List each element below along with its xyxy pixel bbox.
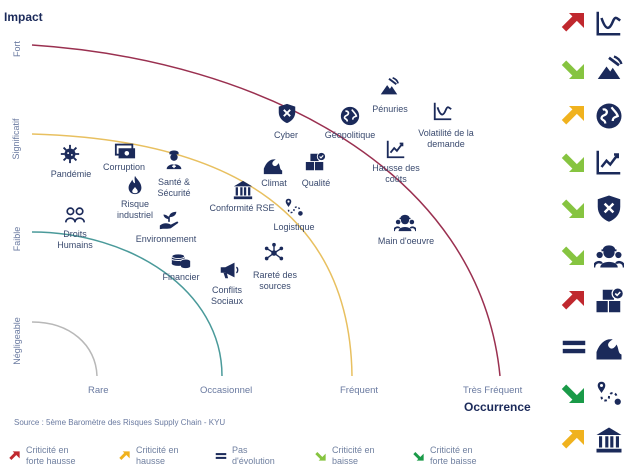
risk-label-main-oeuvre: Main d'oeuvre xyxy=(377,236,435,246)
y-level-significatif: Significatif xyxy=(11,118,21,160)
risk-label-droits-humains: Droits Humains xyxy=(57,229,93,250)
people-icon xyxy=(64,204,86,226)
globe-icon xyxy=(594,101,624,131)
route-icon xyxy=(283,196,305,218)
mining-icon xyxy=(378,76,400,98)
trend-arrow-9 xyxy=(559,425,589,455)
network-icon xyxy=(263,242,285,264)
risk-label-penuries: Pénuries xyxy=(372,104,408,114)
shield-x-icon xyxy=(276,102,298,124)
legend-label: Criticité en forte baisse xyxy=(430,445,477,466)
trend-arrow-4 xyxy=(559,193,589,223)
workers-icon xyxy=(592,240,626,270)
megaphone-icon xyxy=(218,259,240,281)
shield-x-icon xyxy=(594,193,624,223)
legend-label: Criticité en baisse xyxy=(332,445,375,466)
risk-label-pandemie: Pandémie xyxy=(50,169,92,179)
wave-icon xyxy=(262,154,284,176)
mining-icon xyxy=(594,54,624,84)
risk-label-conflits-sociaux: Conflits Sociaux xyxy=(210,285,244,306)
legend-arrow-up xyxy=(118,449,132,463)
demand-curve-icon xyxy=(594,8,624,38)
risk-label-hausse-couts: Hausse des coûts xyxy=(372,163,420,184)
risk-label-qualite: Qualité xyxy=(301,178,331,188)
legend-arrow-up-strong xyxy=(8,449,22,463)
x-level-rare: Rare xyxy=(88,385,109,396)
curve-very-frequent xyxy=(31,44,501,377)
rising-chart-icon xyxy=(385,138,407,160)
demand-curve-icon xyxy=(432,100,454,122)
trend-arrow-6 xyxy=(559,286,589,316)
risk-label-climat: Climat xyxy=(261,178,287,188)
risk-label-risque-industriel: Risque industriel xyxy=(116,199,154,220)
x-level-tres-frequent: Très Fréquent xyxy=(463,385,523,396)
trend-arrow-8 xyxy=(559,378,589,408)
legend-arrow-equal xyxy=(214,449,228,463)
wave-icon xyxy=(594,332,624,362)
curve-frequent xyxy=(31,133,353,377)
boxes-check-icon xyxy=(594,286,624,316)
workers-icon xyxy=(393,211,417,233)
legend-label: Criticité en forte hausse xyxy=(26,445,76,466)
risk-label-financier: Financier xyxy=(162,272,200,282)
rising-chart-icon xyxy=(594,147,624,177)
source-note: Source : 5ème Baromètre des Risques Supp… xyxy=(14,418,226,427)
y-level-fort: Fort xyxy=(12,41,22,58)
risk-label-rarete-sources: Rareté des sources xyxy=(252,270,298,291)
flame-icon xyxy=(124,174,146,196)
institution-icon xyxy=(594,425,624,455)
coins-icon xyxy=(170,248,192,270)
legend-arrow-down xyxy=(314,449,328,463)
legend-label: Pas d'évolution xyxy=(232,445,275,466)
x-level-frequent: Fréquent xyxy=(340,385,379,396)
trend-arrow-7 xyxy=(559,332,589,362)
plant-hand-icon xyxy=(158,209,180,231)
trend-arrow-0 xyxy=(559,8,589,38)
risk-label-cyber: Cyber xyxy=(273,130,298,140)
virus-icon xyxy=(59,143,81,165)
y-level-faible: Faible xyxy=(12,226,22,252)
money-icon xyxy=(114,140,136,162)
globe-icon xyxy=(339,105,361,127)
impact-title: Impact xyxy=(4,10,43,24)
risk-label-logistique: Logistique xyxy=(273,222,315,232)
x-level-occasionnel: Occasionnel xyxy=(200,385,253,396)
legend-label: Criticité en hausse xyxy=(136,445,179,466)
risk-label-sante: Santé & Sécurité xyxy=(157,177,191,198)
boxes-check-icon xyxy=(304,151,326,173)
route-icon xyxy=(594,378,624,408)
legend-arrow-down-strong xyxy=(412,449,426,463)
risk-label-conformite-rse: Conformité RSE xyxy=(209,203,275,213)
trend-arrow-2 xyxy=(559,101,589,131)
risk-label-geopolitique: Géopolitique xyxy=(324,130,376,140)
trend-arrow-3 xyxy=(559,147,589,177)
curve-occasional xyxy=(31,231,223,377)
trend-arrow-5 xyxy=(559,240,589,270)
risk-label-corruption: Corruption xyxy=(102,162,146,172)
occurrence-title: Occurrence xyxy=(464,400,531,414)
trend-arrow-1 xyxy=(559,54,589,84)
y-level-negligeable: Négligeable xyxy=(12,317,22,365)
nurse-icon xyxy=(163,148,185,170)
risk-label-environnement: Environnement xyxy=(135,234,197,244)
risk-label-volatilite: Volatilité de la demande xyxy=(418,128,474,149)
curve-rare xyxy=(31,321,98,377)
institution-icon xyxy=(232,179,254,201)
